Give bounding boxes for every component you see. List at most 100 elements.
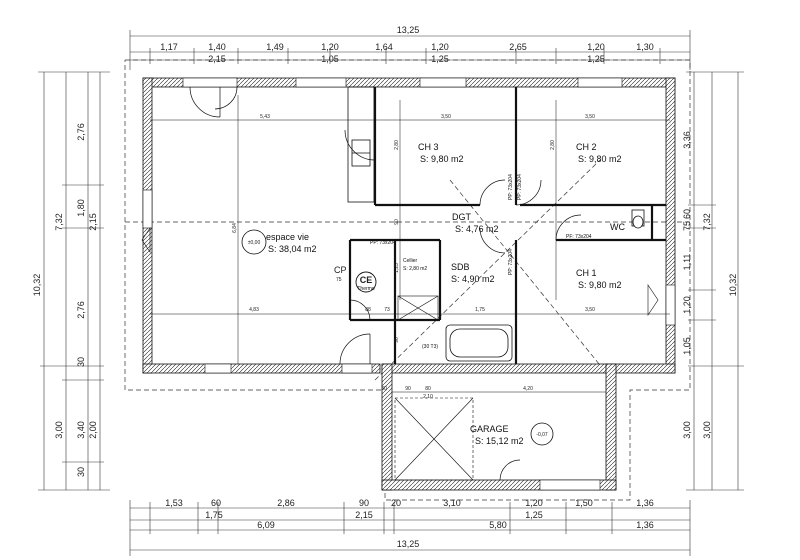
room-dgt: DGT S: 4,76 m2 <box>452 212 499 234</box>
dim-total-top: 13,25 <box>397 25 420 35</box>
step-symbols <box>141 227 659 316</box>
dim-label: 2,15 <box>88 213 98 231</box>
dim-label: 7,32 <box>54 213 64 231</box>
room-ch2: CH 2 S: 9,80 m2 <box>576 142 622 164</box>
room-name: WC <box>610 222 625 232</box>
ce-label: CE <box>360 275 373 285</box>
dim-label: 1,23 <box>394 263 400 273</box>
dim-label: 2,65 <box>509 42 527 52</box>
room-name: espace vie <box>266 232 309 242</box>
dim-label: 2,00 <box>88 421 98 439</box>
dim-label: 1,25 <box>431 54 449 64</box>
bottom-dimensions <box>129 500 691 556</box>
dim-label: 1,05 <box>682 337 692 355</box>
dim-label: 4,83 <box>249 307 259 313</box>
dim-label: 3,00 <box>682 421 692 439</box>
room-wc: WC <box>610 222 625 232</box>
dim-label: 10,32 <box>32 274 42 297</box>
dim-label: 5,80 <box>489 520 507 530</box>
room-name: SDB <box>451 262 470 272</box>
door-tag: PP: 73x204 <box>370 240 396 246</box>
dim-label: 90 <box>394 219 400 225</box>
window-tag: (30 T3) <box>422 344 438 350</box>
door-tag: PP: 73x204 <box>508 174 514 200</box>
room-garage: GARAGE S: 15,12 m2 <box>470 424 524 446</box>
room-name: CH 3 <box>418 142 439 152</box>
dim-label: 1,17 <box>160 42 178 52</box>
dim-label: 75 <box>682 221 692 231</box>
door-swings <box>189 86 582 481</box>
right-dimensions <box>686 71 744 491</box>
dim-label: 1,50 <box>575 498 593 508</box>
left-dim-labels: 10,32 7,32 3,00 2,76 1,80 2,76 30 3,40 3… <box>32 123 98 477</box>
dim-label: 90 <box>394 337 400 343</box>
dim-label: 1,05 <box>321 54 339 64</box>
bottom-chain-1: 1,53 60 2,86 90 20 3,10 1,20 1,50 1,36 <box>165 498 654 508</box>
room-area: S: 4,90 m2 <box>451 274 495 284</box>
bottom-chain-3: 6,09 5,80 1,36 <box>257 520 654 530</box>
dim-label: 5,43 <box>260 114 270 120</box>
room-espace-vie: espace vie S: 38,04 m2 <box>266 232 317 254</box>
dim-label: 1,36 <box>636 520 654 530</box>
shower-tray <box>397 295 439 321</box>
dim-label: 3,00 <box>702 421 712 439</box>
top-chain-2: 2,15 1,05 1,25 1,25 <box>208 54 605 64</box>
bathtub <box>445 324 513 362</box>
cp-label: CP <box>334 265 347 275</box>
cp-symbol: CP 75 <box>334 265 347 283</box>
dim-label: 3,10 <box>443 498 461 508</box>
level-value: -0,07 <box>536 432 548 438</box>
dim-label: 80 <box>425 386 431 392</box>
dim-label: 2,76 <box>76 123 86 141</box>
dim-label: 20 <box>391 498 401 508</box>
room-area: S: 15,12 m2 <box>475 436 524 446</box>
room-name: CH 2 <box>576 142 597 152</box>
dim-label: 1,64 <box>375 42 393 52</box>
door-tag: PP: 73x204 <box>508 249 514 275</box>
interior-walls <box>348 87 666 364</box>
dim-label: 1,20 <box>525 498 543 508</box>
dim-label: 6,09 <box>257 520 275 530</box>
ce-sub: Thermo <box>357 286 374 292</box>
kitchen-counter <box>347 86 375 203</box>
dim-label: 1,30 <box>636 42 654 52</box>
dim-label: 2,80 <box>394 140 400 150</box>
dim-label: 90 <box>359 498 369 508</box>
dim-label: 3,00 <box>54 421 64 439</box>
bottom-chain-2: 1,75 2,15 1,25 <box>205 510 543 520</box>
top-chain-1: 1,17 1,40 1,49 1,20 1,64 1,20 2,65 1,20 … <box>160 42 654 52</box>
room-area: S: 4,76 m2 <box>455 224 499 234</box>
dim-label: 1,40 <box>208 42 226 52</box>
dim-label: 4,20 <box>523 386 533 392</box>
dim-label: 2,15 <box>355 510 373 520</box>
dim-label: 2,15 <box>208 54 226 64</box>
dim-label: 6,84 <box>232 223 238 233</box>
room-area: S: 9,80 m2 <box>578 154 622 164</box>
dim-label: 1,53 <box>165 498 183 508</box>
dim-label: 30 <box>76 357 86 367</box>
dim-label: 1,20 <box>587 42 605 52</box>
level-marker-garage: -0,07 <box>530 422 554 446</box>
room-cellier: Cellier S: 2,80 m2 <box>403 258 427 272</box>
dim-label: 3,50 <box>585 114 595 120</box>
door-tag: PF: 73x204 <box>566 234 592 240</box>
dim-label: 60 <box>211 498 221 508</box>
inner-dimensions: 5,43 3,50 3,50 4,83 88 73 1,75 3,50 6,84… <box>232 114 595 400</box>
door-tag: PP: 73x204 <box>517 174 523 200</box>
dim-label: 1,75 <box>205 510 223 520</box>
right-dim-labels: 3,36 7,32 3,00 10,32 60 75 1,11 1,20 1,0… <box>682 131 738 439</box>
structure-grid <box>150 95 670 393</box>
room-area: S: 2,80 m2 <box>403 266 427 272</box>
room-area: S: 9,80 m2 <box>578 280 622 290</box>
dim-label: 1,20 <box>682 296 692 314</box>
room-name: DGT <box>452 212 472 222</box>
level-marker-main: ±0,00 <box>241 229 267 255</box>
room-name: Cellier <box>403 258 418 264</box>
dim-label: 2,80 <box>550 140 556 150</box>
dim-label: 2,10 <box>423 394 433 400</box>
dim-label: 60 <box>682 209 692 219</box>
dim-total-bottom: 13,25 <box>397 539 420 549</box>
dim-label: 1,20 <box>431 42 449 52</box>
dim-label: 2,76 <box>76 301 86 319</box>
